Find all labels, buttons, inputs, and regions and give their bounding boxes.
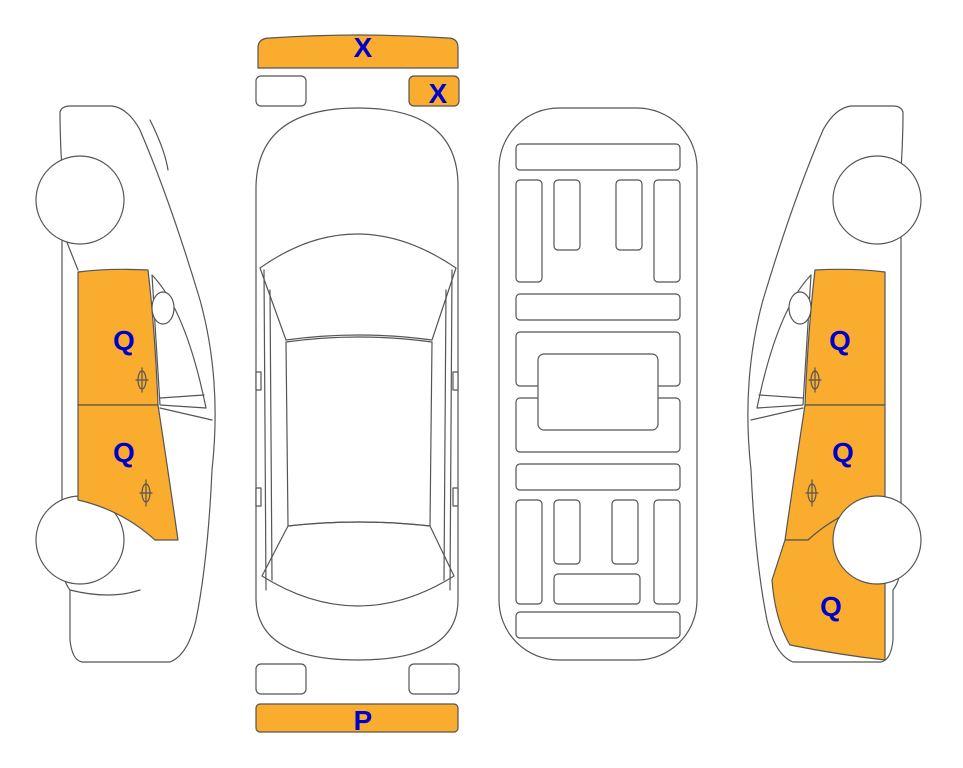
right-side-rear-wheel xyxy=(832,155,922,245)
front-bumper-panel xyxy=(257,34,459,69)
left-side-mirror xyxy=(151,291,175,325)
underbody-crossmember-2 xyxy=(515,463,681,491)
left-a-pillar-line xyxy=(263,269,273,591)
right-side-window-line xyxy=(750,394,804,421)
rear-window xyxy=(261,521,455,607)
top-right-mirror xyxy=(452,371,459,391)
right-front-door-handle-knob xyxy=(807,483,817,503)
top-view xyxy=(255,34,460,733)
windshield xyxy=(259,233,457,341)
right-rear-door-label: Q xyxy=(829,325,851,356)
rear-left-taillight xyxy=(255,663,307,695)
front-right-headlight xyxy=(408,75,460,107)
underbody-panel-front xyxy=(515,143,681,171)
right-rear-door-panel xyxy=(804,268,886,406)
left-rear-door-label: Q xyxy=(113,325,135,356)
underbody-crossmember-1 xyxy=(515,293,681,321)
left-rear-door-handle-knob xyxy=(137,370,147,390)
rear-bumper-panel xyxy=(255,703,459,733)
underbody-pocket-right-front xyxy=(615,179,643,251)
underbody-pocket-left-rear xyxy=(553,499,581,565)
rear-right-taillight xyxy=(408,663,460,695)
right-side-front-wheel xyxy=(832,495,922,585)
underbody-left-rail-front xyxy=(515,179,543,283)
right-side-rear-glass xyxy=(756,274,812,409)
left-side-rear-wheel xyxy=(35,155,125,245)
underbody-panel-rear xyxy=(515,611,681,639)
right-front-door-label: Q xyxy=(832,437,854,468)
underbody-center-tunnel xyxy=(537,353,659,431)
underbody-right-rail-front xyxy=(653,179,681,283)
underbody-pocket-right-rear xyxy=(611,499,639,565)
top-left-mirror xyxy=(255,371,262,391)
left-front-door-label: Q xyxy=(113,437,135,468)
right-side-view xyxy=(747,105,922,663)
left-side-view xyxy=(35,105,216,663)
right-a-pillar-line xyxy=(443,269,453,591)
rear-bumper-label: P xyxy=(354,705,373,736)
left-front-door-panel xyxy=(77,404,179,541)
underbody-right-rail-rear xyxy=(653,499,681,605)
left-rear-door-panel xyxy=(77,268,159,406)
front-right-headlight-label: X xyxy=(429,78,448,109)
right-rear-quarter-label: Q xyxy=(820,591,842,622)
underbody-view xyxy=(498,107,698,661)
underbody-rear-box xyxy=(553,573,641,605)
left-front-door-handle-knob xyxy=(141,483,151,503)
left-side-rear-glass xyxy=(151,274,207,409)
top-left-rear-handle xyxy=(255,487,262,507)
right-rear-door-handle-knob xyxy=(810,370,820,390)
left-side-window-line xyxy=(159,394,213,421)
right-side-mirror xyxy=(788,291,812,325)
underbody-left-rail-rear xyxy=(515,499,543,605)
front-bumper-label: X xyxy=(354,32,373,63)
underbody-pocket-left-front xyxy=(553,179,581,251)
top-right-rear-handle xyxy=(452,487,459,507)
top-view-body xyxy=(255,107,459,661)
front-left-headlight xyxy=(255,75,307,107)
